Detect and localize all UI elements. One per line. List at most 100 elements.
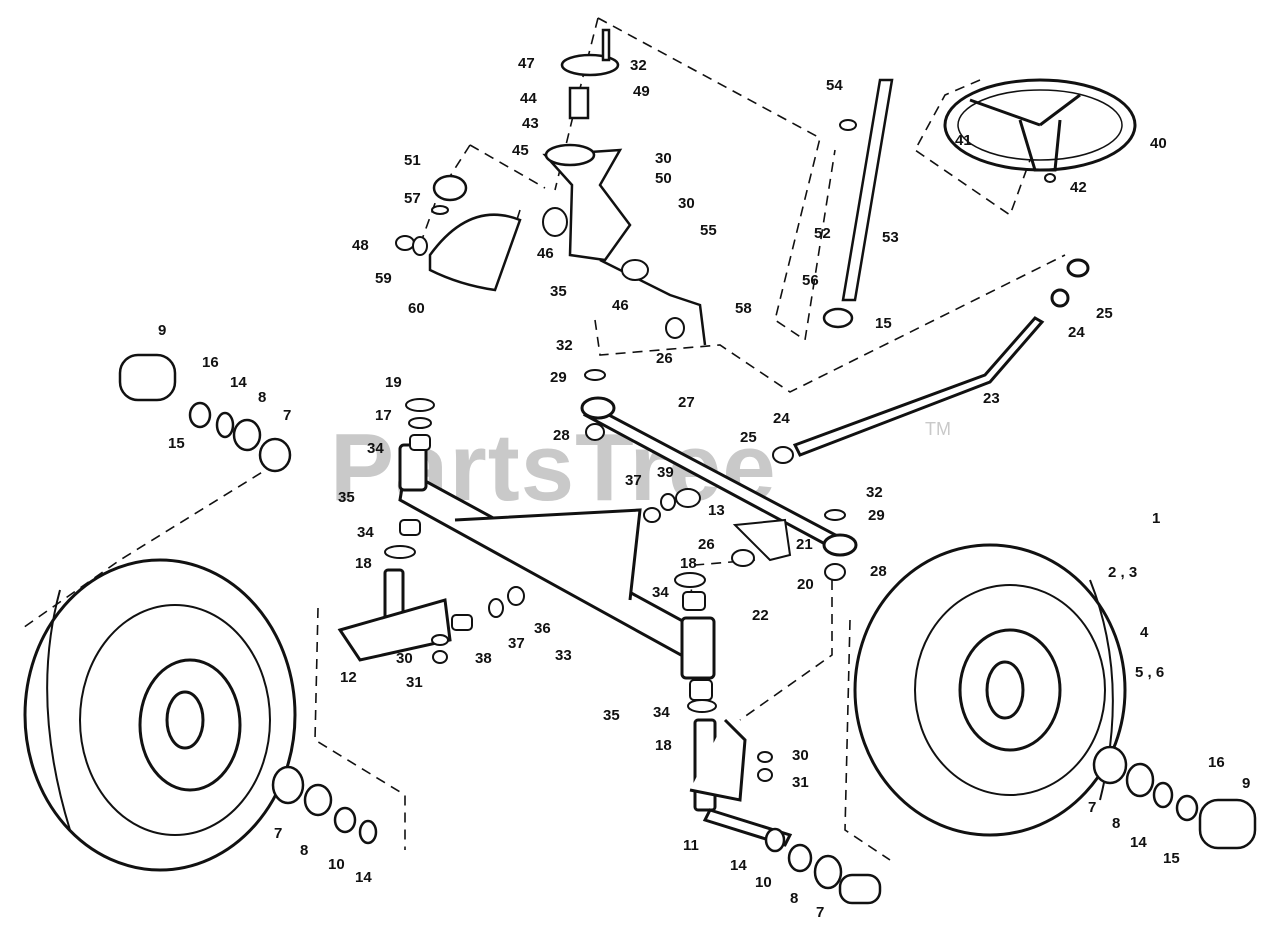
callout-c-8d: 8: [1112, 815, 1120, 832]
callout-c-16a: 16: [202, 354, 219, 371]
callout-c-11: 11: [683, 837, 699, 854]
callout-c-30b: 30: [678, 195, 695, 212]
callout-c-10b: 10: [755, 874, 772, 891]
callout-c-15b: 15: [168, 435, 185, 452]
callout-c-44: 44: [520, 90, 537, 107]
callout-c-28b: 28: [870, 563, 887, 580]
callout-c-43: 43: [522, 115, 539, 132]
callout-c-18a: 18: [355, 555, 372, 572]
callout-c-24b: 24: [773, 410, 790, 427]
callout-c-7d: 7: [1088, 799, 1096, 816]
callout-c-27: 27: [678, 394, 695, 411]
callout-c-8b: 8: [300, 842, 308, 859]
callout-c-14d: 14: [1130, 834, 1147, 851]
callout-c-53: 53: [882, 229, 899, 246]
callout-c-14a: 14: [230, 374, 247, 391]
callout-c-15a: 15: [875, 315, 892, 332]
callout-c-34c: 34: [652, 584, 669, 601]
callout-c-29a: 29: [550, 369, 567, 386]
callout-c-28a: 28: [553, 427, 570, 444]
callout-c-13: 13: [708, 502, 725, 519]
callout-c-7c: 7: [816, 904, 824, 921]
callout-c-7a: 7: [283, 407, 291, 424]
callout-c-30d: 30: [792, 747, 809, 764]
callout-c-37b: 37: [508, 635, 525, 652]
callout-c-24a: 24: [1068, 324, 1085, 341]
callout-c-4: 4: [1140, 624, 1149, 641]
callout-c-57: 57: [404, 190, 421, 207]
callout-c-49: 49: [633, 83, 650, 100]
callout-c-39: 39: [657, 464, 674, 481]
small-fittings: [384, 119, 1056, 782]
steering-shaft: [822, 78, 894, 329]
left-wheel-assembly: [23, 558, 297, 872]
callout-c-31a: 31: [406, 674, 423, 691]
tie-rod: [580, 396, 858, 557]
callout-c-12: 12: [340, 669, 357, 686]
callout-c-46a: 46: [537, 245, 554, 262]
left-hub-parts: [118, 353, 378, 845]
callout-c-31b: 31: [792, 774, 809, 791]
callout-c-7b: 7: [274, 825, 282, 842]
callout-c-36: 36: [534, 620, 551, 637]
callout-c-50: 50: [655, 170, 672, 187]
callout-c-26a: 26: [656, 350, 673, 367]
callout-c-52: 52: [814, 225, 831, 242]
callout-c-48: 48: [352, 237, 369, 254]
callout-c-56: 56: [802, 272, 819, 289]
callout-c-23b: 2 , 3: [1108, 564, 1137, 581]
watermark-tm: TM: [925, 419, 951, 439]
callout-c-15c: 15: [1163, 850, 1180, 867]
callout-c-9a: 9: [158, 322, 166, 339]
callout-c-30c: 30: [396, 650, 413, 667]
callout-c-1: 1: [1152, 510, 1160, 527]
callout-c-34a: 34: [367, 440, 384, 457]
callout-c-35b: 35: [338, 489, 355, 506]
callout-c-37a: 37: [625, 472, 642, 489]
callout-c-22: 22: [752, 607, 769, 624]
callout-c-59: 59: [375, 270, 392, 287]
callout-c-38: 38: [475, 650, 492, 667]
callout-c-41: 41: [955, 132, 972, 149]
callout-c-32a: 32: [630, 57, 647, 74]
callout-c-19: 19: [385, 374, 402, 391]
callout-c-34b: 34: [357, 524, 374, 541]
left-spindle: [337, 568, 452, 662]
callout-c-32b: 32: [556, 337, 573, 354]
drag-link: [792, 258, 1090, 457]
callout-c-18b: 18: [680, 555, 697, 572]
callout-c-56b: 5 , 6: [1135, 664, 1164, 681]
callout-c-25a: 25: [1096, 305, 1113, 322]
callout-c-17: 17: [375, 407, 392, 424]
callout-c-23: 23: [983, 390, 1000, 407]
callout-c-9b: 9: [1242, 775, 1250, 792]
callout-c-42: 42: [1070, 179, 1087, 196]
callout-c-8c: 8: [790, 890, 798, 907]
callout-c-29b: 29: [868, 507, 885, 524]
callout-c-40: 40: [1150, 135, 1167, 152]
callout-c-8a: 8: [258, 389, 266, 406]
callout-c-14c: 14: [730, 857, 747, 874]
callout-c-33: 33: [555, 647, 572, 664]
callout-c-35a: 35: [550, 283, 567, 300]
callout-c-20: 20: [797, 576, 814, 593]
right-hub-parts: [764, 745, 1257, 905]
callout-c-47: 47: [518, 55, 535, 72]
callout-c-60: 60: [408, 300, 425, 317]
callout-c-54: 54: [826, 77, 843, 94]
steering-wheel: [943, 78, 1137, 172]
callout-c-25b: 25: [740, 429, 757, 446]
callout-c-46b: 46: [612, 297, 629, 314]
right-spindle: [689, 718, 793, 847]
callout-c-10a: 10: [328, 856, 345, 873]
callout-c-35c: 35: [603, 707, 620, 724]
callout-c-34d: 34: [653, 704, 670, 721]
callout-c-16b: 16: [1208, 754, 1225, 771]
callout-c-30a: 30: [655, 150, 672, 167]
callout-c-18c: 18: [655, 737, 672, 754]
callout-c-58: 58: [735, 300, 752, 317]
callout-c-14b: 14: [355, 869, 372, 886]
